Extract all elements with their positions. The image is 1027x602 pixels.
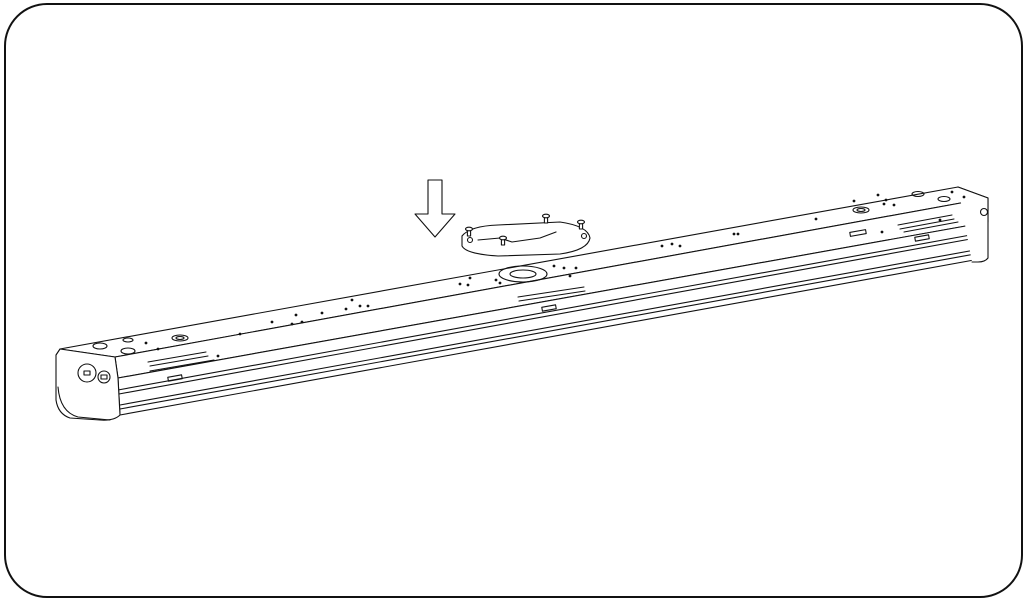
bracket-hole <box>580 232 588 240</box>
pilot-hole <box>568 274 572 278</box>
bracket-plate <box>461 221 591 257</box>
pilot-hole <box>732 232 736 236</box>
mount-hole <box>937 195 951 203</box>
bracket-edge <box>477 231 557 243</box>
pilot-hole <box>216 354 220 358</box>
center-slot <box>517 286 586 302</box>
knockout-slot <box>83 370 91 376</box>
vent-slot <box>903 221 959 233</box>
mount-hole <box>852 206 870 214</box>
knockout-circle <box>97 370 111 384</box>
pilot-hole <box>950 190 954 194</box>
mount-hole <box>171 334 189 342</box>
end-cap-curve <box>57 386 111 421</box>
pilot-hole <box>366 304 370 308</box>
pilot-hole <box>156 347 160 351</box>
pilot-hole <box>814 217 818 221</box>
pilot-hole <box>350 298 354 302</box>
pilot-hole <box>852 199 856 203</box>
lens-edge-line <box>118 235 988 395</box>
pilot-hole <box>962 195 966 199</box>
bracket-hole <box>466 236 474 244</box>
pilot-hole <box>468 276 472 280</box>
mounting-bracket <box>461 221 591 257</box>
pilot-hole <box>574 266 578 270</box>
pilot-hole <box>344 307 348 311</box>
center-knockout <box>498 265 548 283</box>
pilot-hole <box>238 332 242 336</box>
pilot-hole <box>884 198 888 202</box>
pilot-hole <box>660 244 664 248</box>
screws <box>464 213 586 246</box>
end-cap-edge <box>55 348 61 356</box>
mount-hole <box>120 347 136 355</box>
pilot-hole <box>880 230 884 234</box>
pilot-hole <box>882 202 886 206</box>
pilot-hole <box>552 264 556 268</box>
vent-slot <box>149 359 215 372</box>
pilot-hole <box>300 320 304 324</box>
left-end-cap <box>55 348 121 421</box>
side-slot <box>541 304 557 312</box>
pilot-holes <box>144 190 966 358</box>
pilot-hole <box>466 283 470 287</box>
pilot-hole <box>358 304 362 308</box>
pilot-hole <box>736 232 740 236</box>
lens-edge-line <box>119 251 987 410</box>
mount-hole-inner <box>856 207 866 213</box>
right-end-cap <box>957 186 989 263</box>
pilot-hole <box>562 266 566 270</box>
vent-slot <box>897 214 955 230</box>
vent-slot <box>147 351 209 367</box>
center-knockout-inner <box>509 269 537 279</box>
pilot-hole <box>892 203 896 207</box>
panel-border <box>4 3 1023 598</box>
screw-icon <box>576 219 586 230</box>
screw-icon <box>541 213 551 224</box>
pilot-hole <box>320 311 324 315</box>
pilot-hole <box>938 218 942 222</box>
pilot-hole <box>290 322 294 326</box>
side-slot <box>914 234 930 242</box>
pilot-hole <box>494 278 498 282</box>
screw-icon <box>464 226 474 237</box>
side-slot <box>849 229 867 237</box>
lens-edge-line <box>119 247 987 406</box>
mount-hole <box>92 342 108 350</box>
side-slot <box>167 374 183 382</box>
pilot-hole <box>498 281 502 285</box>
pilot-hole <box>270 320 274 324</box>
down-arrow-icon <box>414 179 456 238</box>
end-screw <box>979 207 989 217</box>
knockout-circle <box>77 363 97 383</box>
mount-hole <box>911 190 925 198</box>
mount-hole <box>122 337 134 343</box>
pilot-hole <box>144 341 148 345</box>
pilot-hole <box>294 313 298 317</box>
light-fixture <box>55 186 989 421</box>
knockout-slot <box>100 374 108 380</box>
pilot-hole <box>678 244 682 248</box>
pilot-hole <box>458 282 462 286</box>
lens-edge-line <box>117 231 988 391</box>
pilot-hole <box>670 242 674 246</box>
screw-icon <box>498 235 508 246</box>
mount-hole-inner <box>175 335 185 341</box>
pilot-hole <box>876 193 880 197</box>
